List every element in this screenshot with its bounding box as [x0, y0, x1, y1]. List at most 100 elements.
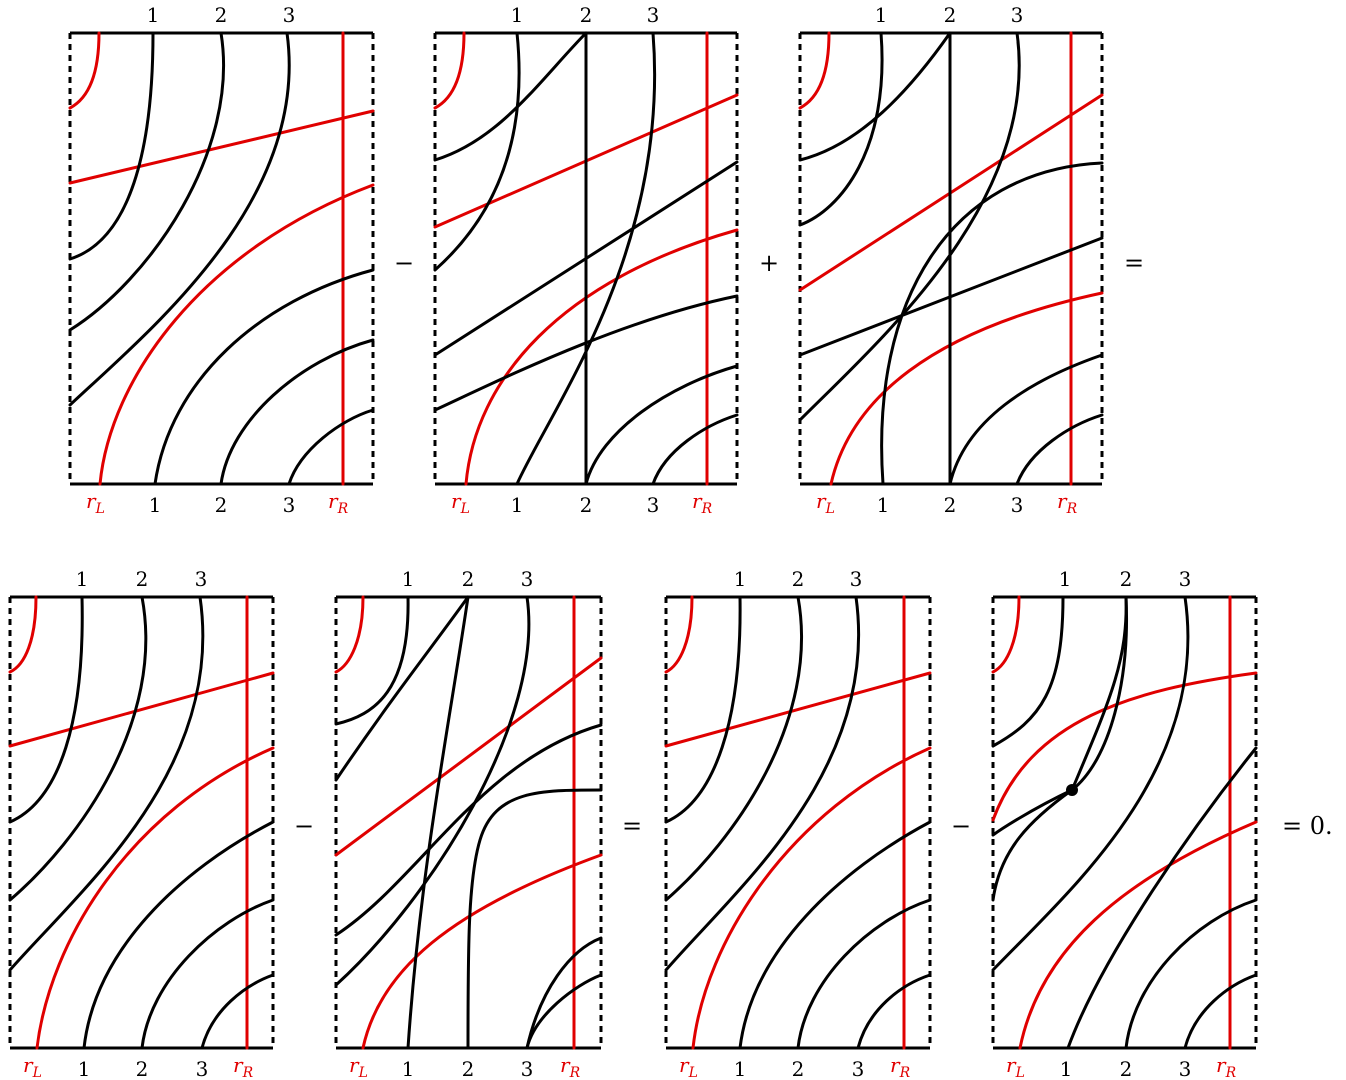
operator-symbol: − [294, 812, 314, 840]
red-upper-curve-strand [991, 671, 1258, 822]
bottom-label: 1 [734, 1057, 747, 1080]
strand [433, 31, 521, 272]
top-label: 3 [1011, 3, 1024, 27]
red-diagonal-strand [334, 656, 603, 857]
left-red-label: rL [451, 489, 470, 517]
strand [8, 595, 148, 902]
strand [406, 595, 470, 1050]
bottom-label: 2 [462, 1057, 475, 1080]
strand [525, 973, 603, 1050]
strand [68, 31, 291, 407]
bottom-label: 1 [402, 1057, 415, 1080]
right-red-label: rR [328, 489, 349, 517]
strand [1066, 746, 1258, 1050]
panel-1: 1 2 3 1 2 3 rL rR [68, 3, 375, 517]
strand [1183, 973, 1258, 1050]
bottom-label: 1 [78, 1057, 91, 1080]
strand [68, 31, 155, 261]
top-label: 3 [850, 567, 863, 591]
strand [525, 936, 603, 1050]
strand [664, 595, 804, 902]
strand [856, 973, 932, 1050]
strand [334, 595, 470, 782]
strand [153, 268, 375, 486]
right-red-label: rR [1216, 1053, 1237, 1080]
strand [200, 973, 275, 1050]
right-red-label: rR [560, 1053, 581, 1080]
panel-7: 1 2 3 1 2 3 rL rR [991, 567, 1258, 1080]
red-cap-strand [68, 31, 101, 110]
strand [433, 294, 739, 412]
top-label: 1 [147, 3, 160, 27]
strand [651, 413, 739, 486]
left-red-label: rL [1006, 1053, 1025, 1080]
red-cap-strand [8, 595, 38, 674]
strand [880, 161, 1104, 486]
top-label: 2 [462, 567, 475, 591]
bottom-label: 2 [792, 1057, 805, 1080]
strand [798, 31, 952, 162]
bottom-label: 1 [149, 493, 162, 517]
top-label: 1 [511, 3, 524, 27]
top-label: 2 [580, 3, 593, 27]
panel-4: 1 2 3 1 2 3 rL rR [8, 567, 275, 1080]
strand [219, 338, 375, 486]
bottom-label: 2 [215, 493, 228, 517]
operator-symbol: = [622, 812, 642, 840]
red-curve-strand [691, 746, 932, 1050]
strand [68, 31, 226, 332]
top-label: 2 [215, 3, 228, 27]
top-label: 3 [1179, 567, 1192, 591]
strand [82, 820, 275, 1050]
bottom-label: 2 [1120, 1057, 1133, 1080]
top-label: 1 [1059, 567, 1072, 591]
bottom-label: 1 [511, 493, 524, 517]
top-label: 2 [136, 567, 149, 591]
right-red-label: rR [233, 1053, 254, 1080]
left-red-label: rL [679, 1053, 698, 1080]
operator-symbol: = [1124, 249, 1144, 277]
panel-3: 1 2 3 1 2 3 rL rR [798, 3, 1104, 517]
bottom-label: 1 [877, 493, 890, 517]
left-red-label: rL [349, 1053, 368, 1080]
top-label: 2 [944, 3, 957, 27]
bottom-label: 2 [580, 493, 593, 517]
red-curve-strand [829, 291, 1104, 486]
strand [334, 723, 603, 937]
strand [287, 408, 375, 486]
strand [948, 353, 1104, 486]
bottom-label: 1 [1060, 1057, 1073, 1080]
bottom-label: 3 [647, 493, 660, 517]
red-cap-strand [334, 595, 365, 674]
strand [991, 595, 1190, 972]
bottom-label: 3 [283, 493, 296, 517]
bottom-label: 3 [1179, 1057, 1192, 1080]
strand [738, 820, 932, 1050]
strand [334, 595, 531, 987]
right-red-label: rR [1057, 489, 1078, 517]
top-label: 3 [647, 3, 660, 27]
left-red-label: rL [23, 1053, 42, 1080]
strand [8, 595, 84, 824]
bottom-label: 3 [852, 1057, 865, 1080]
strand [798, 31, 884, 227]
strand [991, 788, 1074, 837]
strand [798, 236, 1104, 357]
red-curve-strand [98, 183, 375, 486]
red-diagonal-strand [8, 671, 275, 748]
bottom-label: 3 [521, 1057, 534, 1080]
strand [433, 160, 739, 357]
strand [1015, 413, 1104, 486]
panel-2: 1 2 3 1 2 3 rL rR [433, 3, 739, 517]
strand [334, 595, 410, 726]
left-red-label: rL [86, 489, 105, 517]
bottom-label: 3 [1011, 493, 1024, 517]
red-cap-strand [798, 31, 831, 110]
strand [466, 788, 603, 1050]
operator-symbol: + [759, 249, 779, 277]
strand [140, 898, 275, 1050]
red-diagonal-strand [664, 671, 932, 748]
left-red-label: rL [816, 489, 835, 517]
final-result: = 0. [1282, 812, 1333, 840]
right-red-label: rR [890, 1053, 911, 1080]
